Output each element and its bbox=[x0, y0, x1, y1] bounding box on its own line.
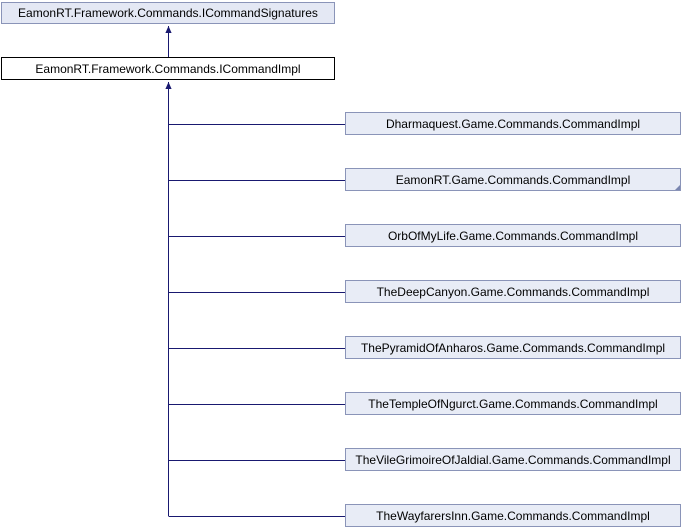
folded-corner-icon bbox=[675, 185, 680, 190]
impl-node-thewayfarersinn[interactable]: TheWayfarersInn.Game.Commands.CommandImp… bbox=[345, 504, 681, 527]
current-node-icommandimpl: EamonRT.Framework.Commands.ICommandImpl bbox=[1, 57, 335, 80]
impl-node-thedeepcanyon[interactable]: TheDeepCanyon.Game.Commands.CommandImpl bbox=[345, 280, 681, 303]
impl-node-dharmaquest[interactable]: Dharmaquest.Game.Commands.CommandImpl bbox=[345, 112, 681, 135]
interface-node-icommandsignatures[interactable]: EamonRT.Framework.Commands.ICommandSigna… bbox=[1, 2, 335, 24]
impl-node-thetempleofngurct[interactable]: TheTempleOfNgurct.Game.Commands.CommandI… bbox=[345, 392, 681, 415]
impl-node-eamonrt[interactable]: EamonRT.Game.Commands.CommandImpl bbox=[345, 168, 681, 191]
impl-node-eamonrt-label: EamonRT.Game.Commands.CommandImpl bbox=[395, 172, 631, 187]
edge-branches bbox=[168, 124, 345, 517]
impl-node-thepyramidofanharos[interactable]: ThePyramidOfAnharos.Game.Commands.Comman… bbox=[345, 336, 681, 359]
impl-node-orbofmylife[interactable]: OrbOfMyLife.Game.Commands.CommandImpl bbox=[345, 224, 681, 247]
impl-node-thevilegrimoireofjaldial[interactable]: TheVileGrimoireOfJaldial.Game.Commands.C… bbox=[345, 448, 681, 471]
